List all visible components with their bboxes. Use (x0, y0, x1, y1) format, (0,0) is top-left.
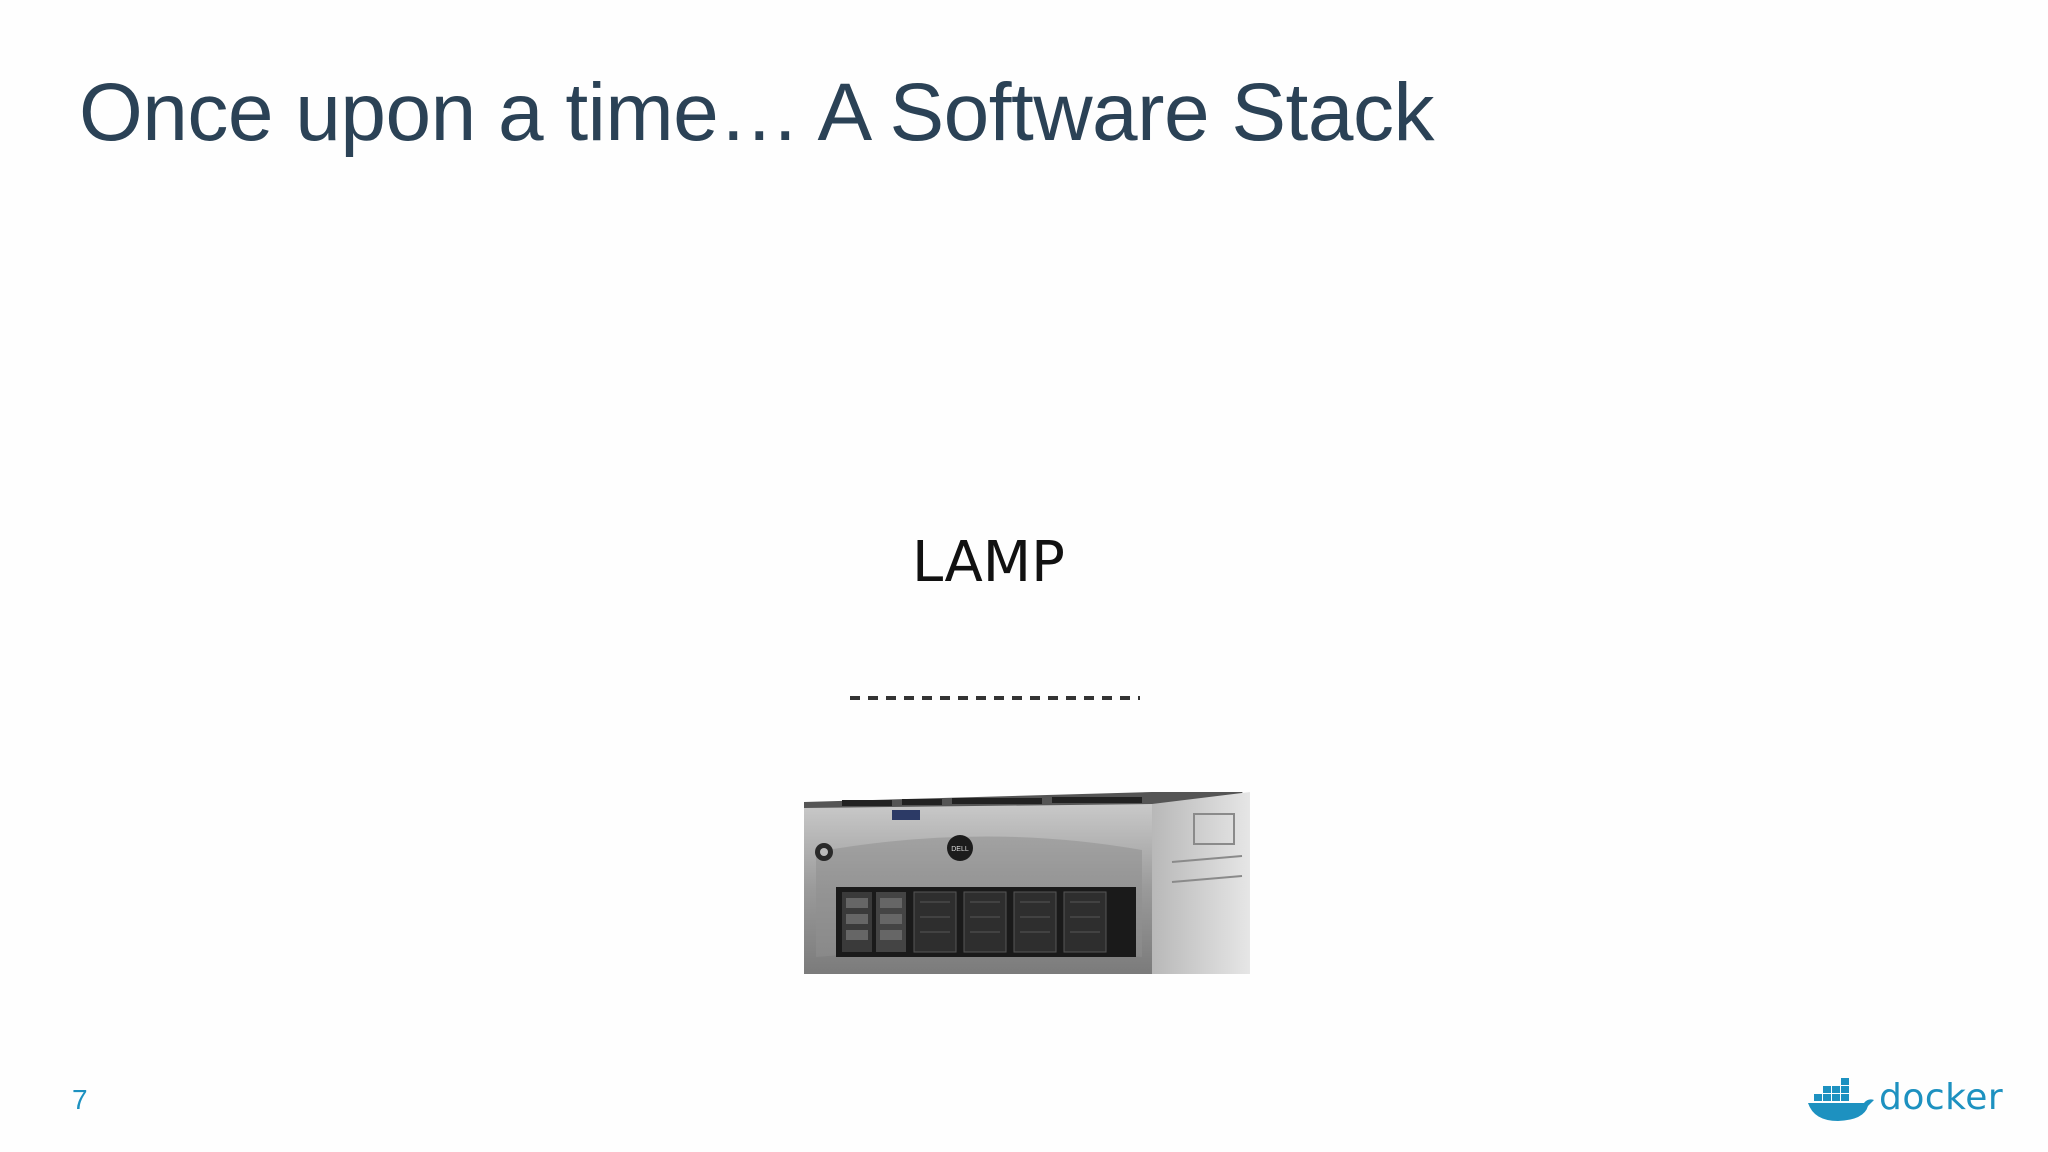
layer-divider (850, 696, 1140, 700)
software-stack-diagram: LAMP (420, 170, 1620, 1150)
slide-title: Once upon a time… A Software Stack (79, 67, 1434, 158)
docker-whale-icon (1808, 1078, 1874, 1121)
page-number: 7 (72, 1084, 88, 1115)
lamp-label: LAMP (912, 530, 1065, 595)
server-rack-icon: DELL (804, 792, 1250, 974)
svg-text:DELL: DELL (951, 846, 969, 853)
docker-wordmark: docker (1879, 1077, 2004, 1118)
